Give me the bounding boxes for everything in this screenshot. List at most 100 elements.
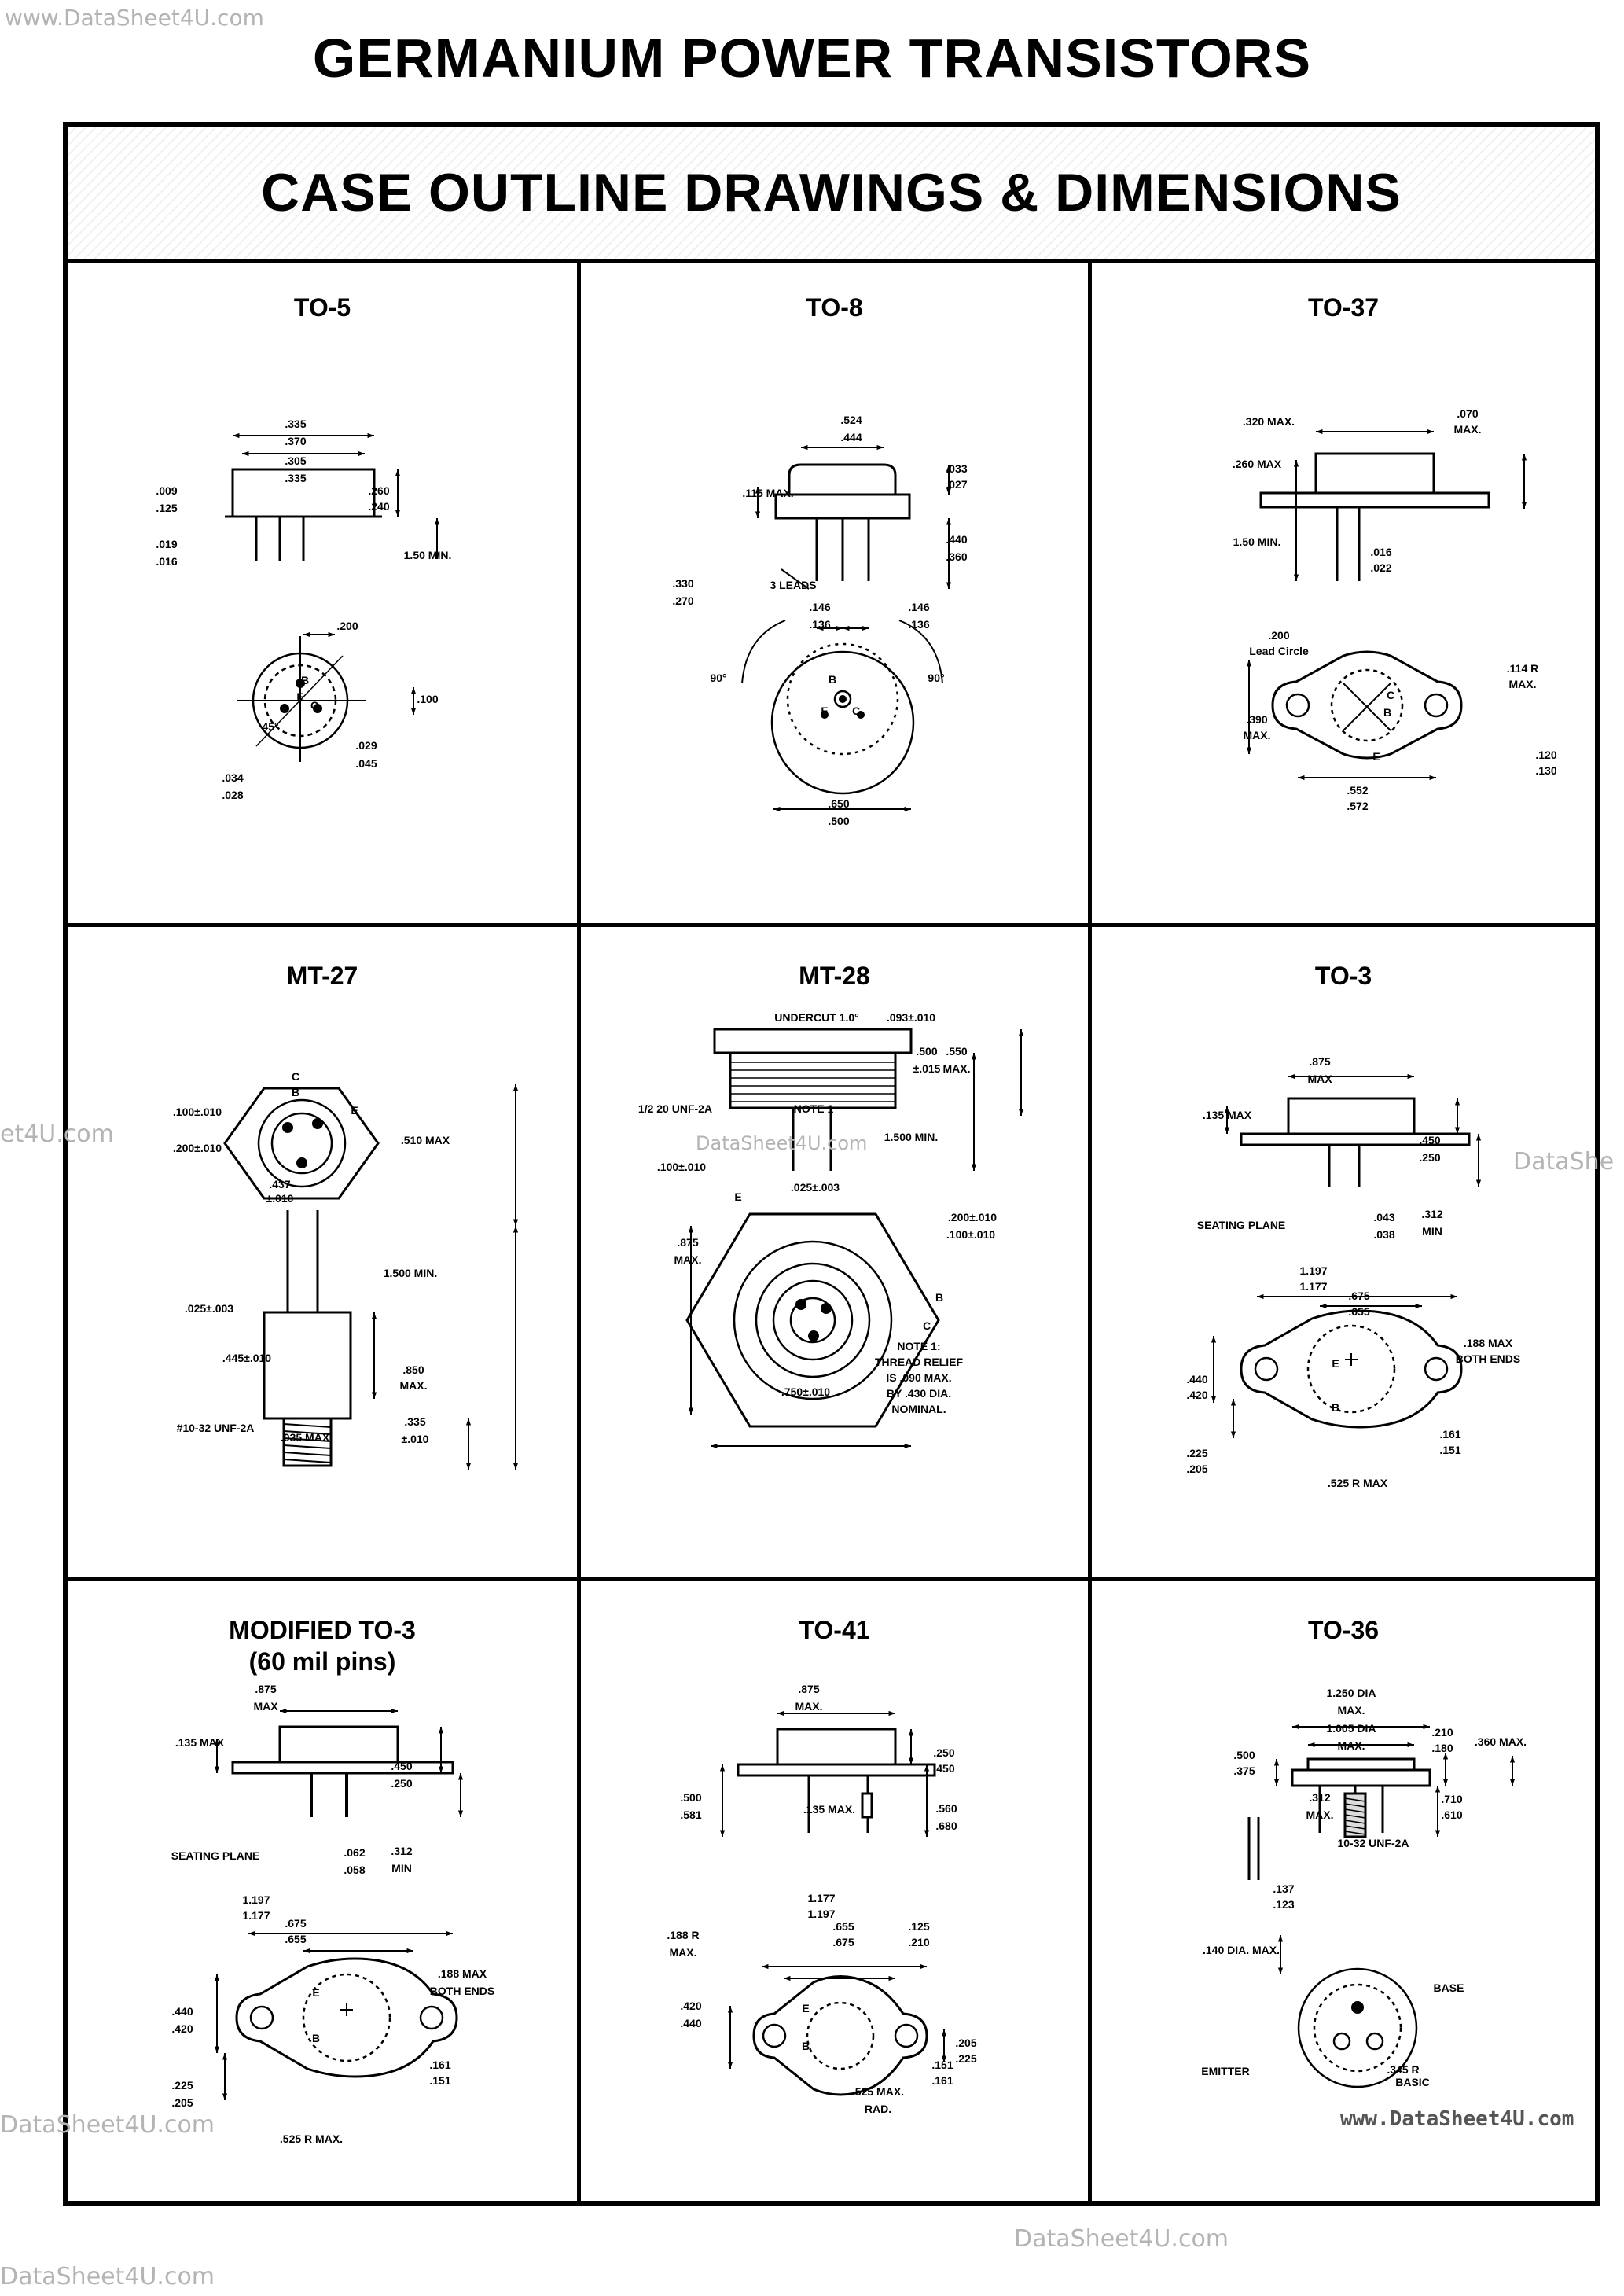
dimension-label: .500 <box>680 1791 701 1804</box>
watermark-mid-center: DataSheet4U.com <box>696 1132 868 1154</box>
dimension-label: 1.177 <box>807 1892 835 1904</box>
dimension-label: MIN <box>1422 1225 1442 1238</box>
dimension-label: .033 <box>946 462 967 475</box>
dimension-label: MAX. <box>1454 423 1482 436</box>
watermark-top-left: www.DataSheet4U.com <box>5 5 264 31</box>
dimension-label: MAX. <box>1338 1739 1365 1752</box>
dimension-label: .200±.010 <box>173 1142 222 1154</box>
dimension-label: MAX. <box>674 1253 702 1266</box>
dimension-label: .500 <box>916 1045 937 1058</box>
case-title: TO-41 <box>799 1616 870 1644</box>
dimension-label: MAX. <box>1338 1704 1365 1716</box>
dimension-label: B <box>935 1291 943 1304</box>
dimension-label: .225 <box>955 2052 976 2065</box>
dimension-label: BY .430 DIA. <box>887 1387 951 1400</box>
dimension-label: 10-32 UNF-2A <box>1337 1837 1409 1849</box>
banner-title: CASE OUTLINE DRAWINGS & DIMENSIONS <box>261 163 1402 223</box>
dimension-label: .115 MAX. <box>742 487 793 499</box>
dimension-label: B <box>301 674 309 686</box>
dimension-label: MAX. <box>943 1062 971 1075</box>
dimension-label: .675 <box>1348 1290 1369 1302</box>
dimension-label: .029 <box>355 739 377 752</box>
dimension-label: .100 <box>417 693 438 705</box>
dimension-label: .550 <box>946 1045 967 1058</box>
dimension-label: C <box>292 1070 299 1083</box>
dimension-label: .330 <box>672 577 693 590</box>
dimension-label: .312 <box>1421 1208 1442 1220</box>
dimension-label: B <box>292 1086 299 1098</box>
dimension-label: .850 <box>402 1363 424 1376</box>
dimension-label: B <box>829 673 836 686</box>
row-divider <box>68 1577 1595 1581</box>
dimension-label: C <box>1387 689 1394 701</box>
dimension-label: C <box>923 1319 931 1332</box>
dimension-label: .225 <box>1186 1447 1207 1459</box>
dimension-label: .360 MAX. <box>1475 1735 1527 1748</box>
case-outline-frame: CASE OUTLINE DRAWINGS & DIMENSIONS <box>63 122 1600 2206</box>
dimension-label: MAX. <box>795 1700 823 1713</box>
dimension-label: THREAD RELIEF <box>875 1356 963 1368</box>
dimension-label: MAX. <box>400 1379 428 1392</box>
dimension-label: .125 <box>908 1920 929 1933</box>
dimension-label: 45° <box>262 720 278 733</box>
dimension-label: 1.50 MIN. <box>1233 535 1281 548</box>
dimension-label: MAX. <box>1244 729 1271 741</box>
case-cell-to-5: TO-5.335.370.305.335.009.125.260.240.019… <box>68 259 577 923</box>
dimension-label: B <box>1332 1401 1339 1414</box>
dimension-label: .205 <box>955 2037 976 2049</box>
dimension-label: .114 R <box>1507 662 1538 675</box>
dimension-label: .370 <box>285 435 306 447</box>
dimension-label: BOTH ENDS <box>1456 1352 1520 1365</box>
dimension-label: .027 <box>946 478 967 491</box>
dimension-label: .025±.003 <box>185 1302 233 1315</box>
dimension-label: .210 <box>1431 1726 1453 1739</box>
dimension-label: .058 <box>344 1864 365 1876</box>
dimension-label: .335 <box>285 418 306 430</box>
dimension-label: .043 <box>1373 1211 1394 1223</box>
dimension-label: .161 <box>931 2074 953 2087</box>
dimension-label: .270 <box>672 594 693 607</box>
dimension-label: B <box>1383 706 1391 719</box>
dimension-label: .650 <box>828 797 849 810</box>
dimension-label: .151 <box>931 2059 953 2071</box>
dimension-label: .180 <box>1431 1742 1453 1754</box>
dimension-label: RAD. <box>865 2103 891 2115</box>
dimension-label: UNDERCUT 1.0° <box>774 1011 859 1024</box>
dimension-label: SEATING PLANE <box>171 1849 260 1862</box>
dimension-label: .375 <box>1233 1764 1255 1777</box>
case-title: TO-5 <box>293 293 351 322</box>
dimension-label: .146 <box>908 601 929 613</box>
dimension-label: .345 R <box>1387 2063 1419 2076</box>
dimension-label: E <box>351 1104 358 1117</box>
dimension-label: .034 <box>222 771 243 784</box>
dimension-label: .188 MAX <box>438 1967 487 1980</box>
dimension-label: EMITTER <box>1201 2065 1249 2077</box>
dimension-label: .875 <box>798 1683 819 1695</box>
dimension-label: .675 <box>285 1917 306 1930</box>
dimension-label: .136 <box>908 618 929 631</box>
dimension-label: .500 <box>1233 1749 1255 1761</box>
dimension-label: .205 <box>1186 1463 1207 1475</box>
dimension-label: .188 MAX <box>1464 1337 1513 1349</box>
dimension-label: .016 <box>1370 546 1391 558</box>
dimension-label: .093±.010 <box>887 1011 935 1024</box>
dimension-label: 1.005 DIA <box>1326 1722 1376 1735</box>
dimension-label: .240 <box>368 500 389 513</box>
dimension-label: .305 <box>285 454 306 467</box>
dimension-label: NOMINAL. <box>891 1403 946 1415</box>
dimension-label: .440 <box>1186 1373 1207 1385</box>
dimension-label: 90° <box>928 672 944 684</box>
dimension-label: .525 R MAX <box>1328 1477 1388 1489</box>
dimension-label: .360 <box>946 550 967 563</box>
case-title: TO-36 <box>1307 1616 1380 1644</box>
dimension-label: .750±.010 <box>781 1385 830 1398</box>
dimension-label: .062 <box>344 1846 365 1859</box>
dimension-label: .146 <box>809 601 830 613</box>
dimension-label: .450 <box>933 1762 954 1775</box>
dimension-label: .022 <box>1370 561 1391 574</box>
dimension-label: NOTE 1 <box>794 1102 834 1115</box>
